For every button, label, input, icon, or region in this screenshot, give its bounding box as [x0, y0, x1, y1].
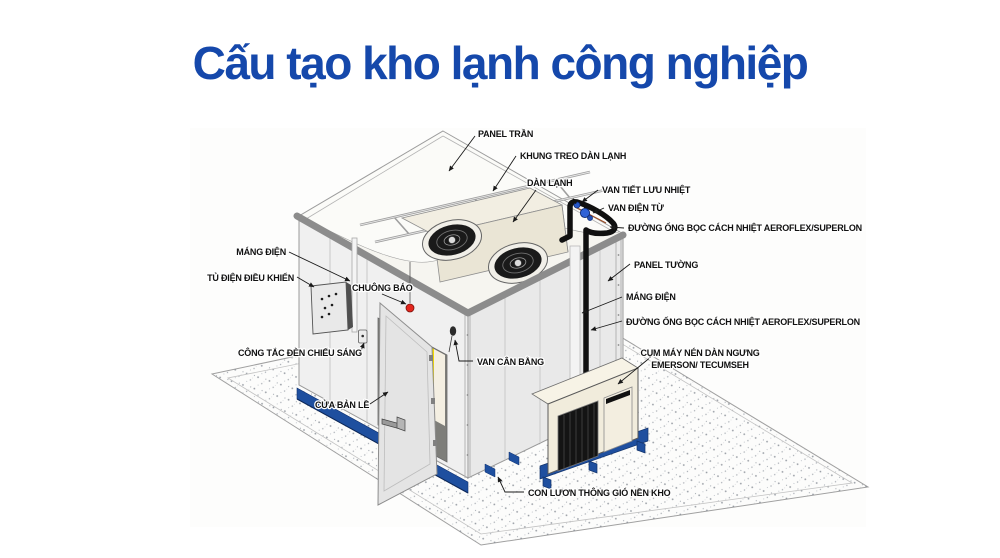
leader-mang-dien-phai — [581, 296, 623, 314]
label-dan-lanh: DÀN LẠNH — [527, 178, 572, 188]
leader-van-dien-tu — [592, 207, 605, 214]
door-handle — [381, 416, 406, 432]
leader-lines — [288, 135, 653, 493]
leader-van-can-bang — [453, 339, 473, 362]
label-panel-tuong: PANEL TƯỜNG — [634, 259, 698, 270]
light-switch — [358, 329, 368, 344]
cable-trunking-left — [351, 237, 358, 333]
label-van-tiet-luu-nhiet: VAN TIẾT LƯU NHIỆT — [602, 184, 691, 195]
label-khung-treo-dan-lanh: KHUNG TREO DÀN LẠNH — [520, 151, 626, 161]
leader-chuong-bao — [381, 293, 407, 305]
label-van-can-bang: VAN CÂN BẰNG — [477, 356, 544, 367]
leader-mang-dien-trai — [288, 251, 351, 282]
solenoid-valve — [579, 203, 593, 221]
leader-van-tiet-luu — [581, 189, 599, 203]
leader-panel-tran — [448, 135, 476, 172]
condensing-unit — [531, 357, 649, 490]
label-cum-may-nen: CỤM MÁY NÉN DÀN NGƯNG — [640, 348, 759, 358]
pressure-balance-valve — [448, 326, 457, 353]
evaporator-fan — [488, 242, 548, 284]
leader-con-luon — [497, 476, 524, 493]
alarm-bell — [405, 262, 415, 313]
evaporator-fan — [422, 219, 482, 261]
label-chuong-bao: CHUÔNG BÁO — [352, 282, 413, 293]
copper-line — [574, 206, 607, 224]
control-cabinet — [310, 281, 353, 335]
label-mang-dien-phai: MÁNG ĐIỆN — [626, 291, 676, 302]
leader-cum-may-nen — [617, 355, 653, 385]
leader-duong-ong-tren — [609, 224, 625, 230]
label-tu-dien-dieu-khien: TỦ ĐIỆN ĐIỀU KHIỂN — [207, 272, 294, 283]
label-con-luon: CON LƯƠN THÔNG GIÓ NỀN KHO — [528, 487, 671, 498]
page-title: Cấu tạo kho lạnh công nghiệp — [192, 37, 809, 89]
label-mang-dien-trai: MÁNG ĐIỆN — [236, 246, 286, 257]
label-panel-tran: PANEL TRẦN — [478, 129, 533, 139]
leader-cua-ban-le — [369, 391, 389, 405]
evaporator-unit — [400, 187, 569, 284]
label-cua-ban-le: CỬA BẢN LỀ — [315, 399, 369, 410]
thermal-expansion-valve — [571, 198, 581, 209]
label-duong-ong-tren: ĐƯỜNG ỐNG BỌC CÁCH NHIỆT AEROFLEX/SUPERL… — [628, 222, 862, 233]
label-cum-may-nen-brand: EMERSON/ TECUMSEH — [651, 360, 749, 370]
floor-vent-wedges — [484, 451, 520, 478]
unit-grille — [557, 400, 599, 472]
leader-tu-dien — [296, 276, 315, 288]
leader-panel-tuong — [607, 263, 631, 282]
unit-access-panel — [603, 386, 633, 453]
insulated-refrigerant-pipe — [559, 198, 618, 397]
door-hinges — [429, 355, 437, 446]
hinged-door — [377, 301, 438, 506]
callout-labels: PANEL TRẦN KHUNG TREO DÀN LẠNH DÀN LẠNH … — [206, 128, 863, 499]
leader-duong-ong-duoi — [590, 320, 623, 331]
leader-cong-tac — [359, 342, 365, 352]
label-duong-ong-duoi: ĐƯỜNG ỐNG BỌC CÁCH NHIỆT AEROFLEX/SUPERL… — [626, 316, 860, 327]
label-cong-tac-den: CÔNG TẮC ĐÈN CHIẾU SÁNG — [238, 347, 362, 358]
leader-khung-treo — [492, 155, 517, 192]
label-van-dien-tu: VAN ĐIỆN TỪ — [608, 202, 664, 213]
leader-dan-lanh — [512, 189, 537, 223]
